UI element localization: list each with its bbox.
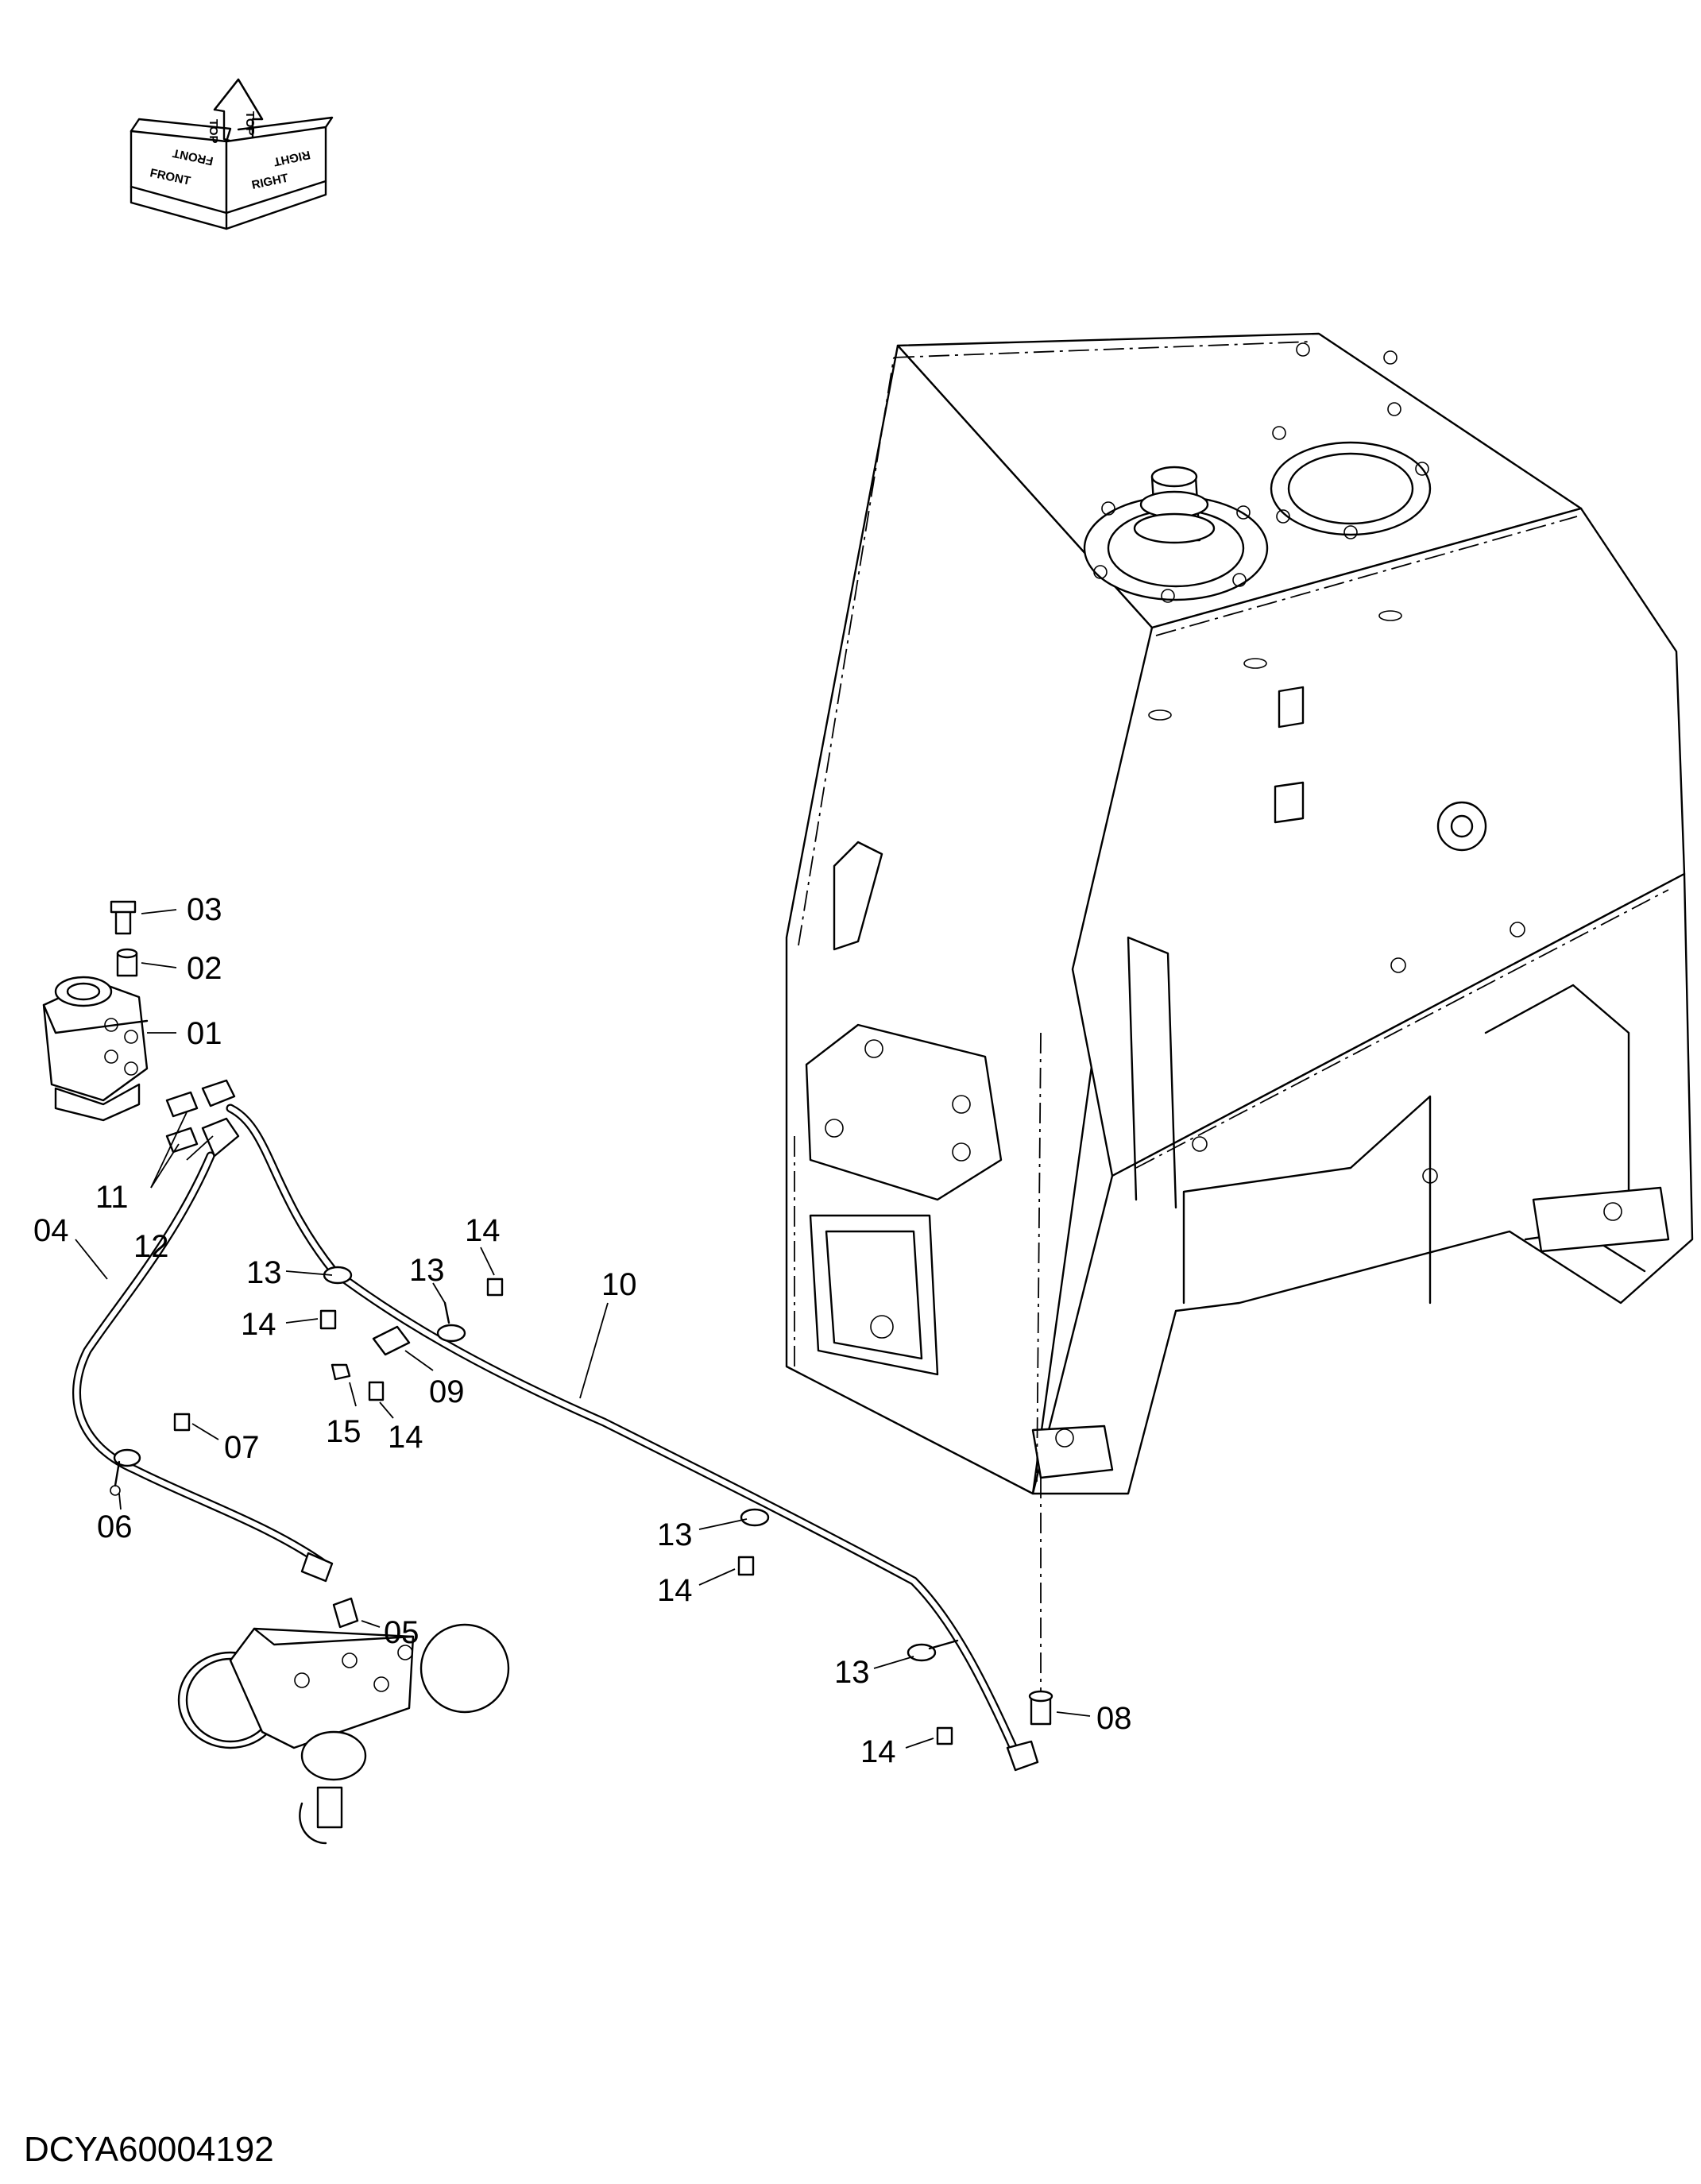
clamp-13-c — [740, 1508, 770, 1527]
callout-10: 10 — [601, 1267, 637, 1302]
callout-09: 09 — [429, 1374, 465, 1409]
callout-14-a: 14 — [241, 1307, 276, 1342]
callout-14-d: 14 — [657, 1573, 693, 1608]
bolt-14-a — [319, 1309, 337, 1330]
callout-08: 08 — [1096, 1701, 1132, 1736]
callout-06: 06 — [97, 1509, 133, 1544]
hose-04 — [72, 1151, 334, 1583]
orientation-indicator: FRONT FRONT TOP TOP RIGHT RIGHT — [130, 78, 334, 230]
steering-valve-01 — [42, 976, 149, 1122]
callout-07: 07 — [224, 1430, 260, 1465]
document-id: DCYA60004192 — [24, 2130, 274, 2169]
bolt-14-b — [486, 1278, 504, 1297]
orientation-top-label: TOP — [207, 119, 220, 144]
callout-13-c: 13 — [657, 1517, 693, 1552]
callout-04: 04 — [33, 1213, 69, 1248]
clamp-06 — [110, 1448, 141, 1496]
bracket-09 — [372, 1325, 411, 1356]
fitting-05 — [332, 1597, 359, 1629]
clamp-13-b — [436, 1301, 466, 1343]
callout-14-e: 14 — [860, 1734, 896, 1769]
clamp-13-d — [907, 1639, 959, 1662]
callout-13-a: 13 — [246, 1255, 282, 1290]
part-callouts: 03 02 01 11 12 04 13 14 13 14 09 15 14 0… — [33, 892, 1132, 1769]
leader-lines — [75, 909, 1091, 1749]
tank-frame-assembly — [785, 332, 1694, 1708]
callout-15: 15 — [326, 1414, 361, 1449]
callout-11: 11 — [95, 1180, 129, 1215]
callout-13-d: 13 — [834, 1655, 870, 1690]
callout-13-b: 13 — [409, 1253, 445, 1288]
bolt-14-c — [368, 1381, 385, 1401]
callout-03: 03 — [187, 892, 222, 927]
callout-02: 02 — [187, 951, 222, 986]
bolt-03 — [110, 900, 137, 935]
callout-12: 12 — [133, 1229, 169, 1264]
fittings-11-12 — [165, 1079, 240, 1158]
accumulator-valve-block — [177, 1623, 510, 1845]
hose-10 — [226, 1104, 1039, 1772]
bolt-14-e — [936, 1726, 953, 1745]
callout-14-c: 14 — [388, 1420, 423, 1455]
fitting-08 — [1028, 1690, 1053, 1726]
spacer-02 — [116, 948, 138, 977]
bolt-14-d — [737, 1556, 755, 1576]
callout-05: 05 — [384, 1615, 419, 1650]
orientation-top-mirror: TOP — [243, 111, 257, 136]
callout-01: 01 — [187, 1016, 222, 1051]
bolt-07 — [173, 1413, 191, 1432]
nut-15 — [331, 1363, 351, 1381]
callout-14-b: 14 — [465, 1213, 501, 1248]
